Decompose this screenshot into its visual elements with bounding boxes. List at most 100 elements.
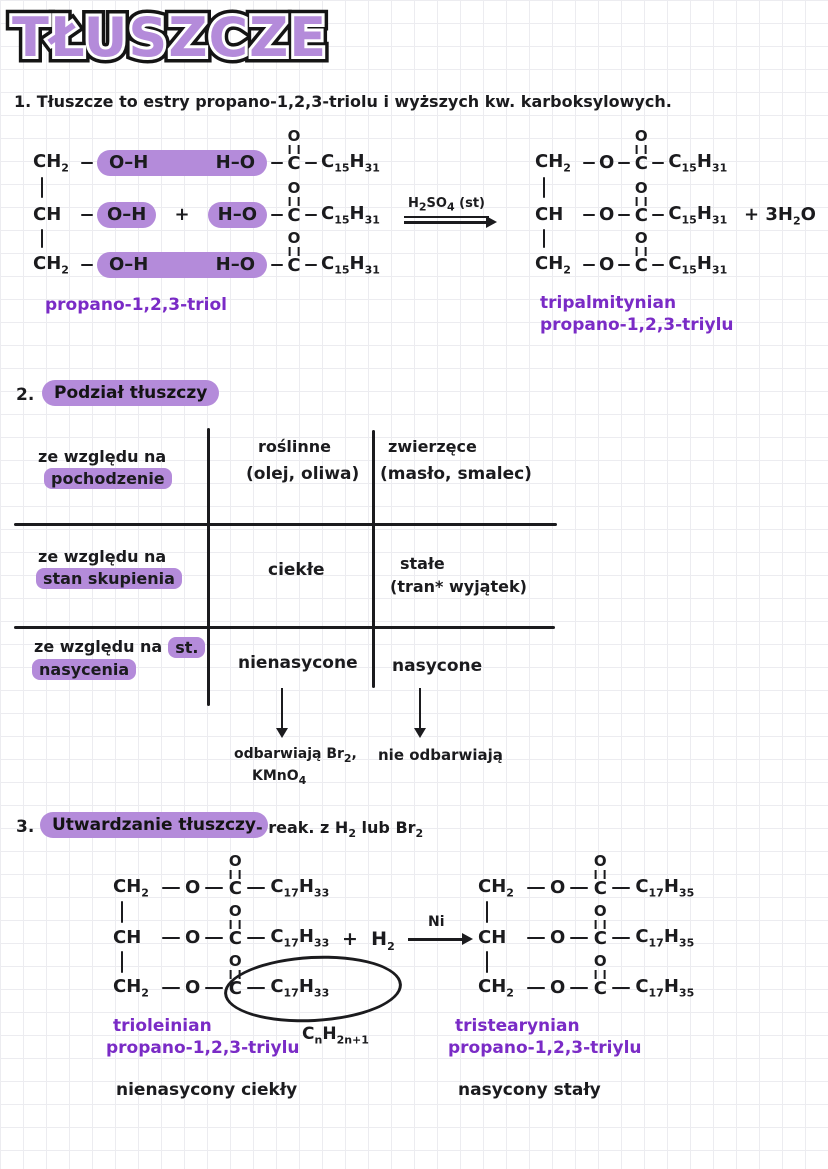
cell-animal-examples: (masło, smalec)	[380, 464, 532, 484]
bond	[247, 886, 266, 890]
carbonyl-above: O	[634, 126, 648, 154]
stearyl-chain: C17H35	[635, 925, 695, 950]
acid-chain: C15H31	[668, 252, 728, 277]
vertical-bond	[41, 177, 44, 198]
bond	[205, 886, 224, 890]
atom-o: O	[185, 927, 201, 948]
label-tristearin-1: tristearynian	[455, 1016, 580, 1036]
atom-ho: H–O	[215, 152, 255, 173]
cell-solid: stałe	[400, 554, 445, 573]
acid-chain: C15H31	[321, 252, 380, 277]
atom-oh: O–H	[109, 152, 149, 173]
double-bond	[229, 969, 241, 979]
atom-o: O	[599, 254, 615, 275]
plus-sign: +	[174, 204, 190, 225]
label-product-2: propano-1,2,3-triylu	[540, 315, 734, 335]
section1-heading: 1. Tłuszcze to estry propano-1,2,3-triol…	[14, 92, 672, 111]
atom-ch2: CH2	[113, 975, 149, 1000]
carbonyl-group: C O	[593, 953, 607, 998]
highlight-bar: H–O	[207, 202, 267, 228]
bond	[618, 213, 631, 217]
atom-o: O	[599, 204, 615, 225]
section2-title: Podział tłuszczy	[42, 380, 220, 406]
double-bond	[229, 869, 241, 879]
atom-c: C	[634, 254, 648, 276]
page-title: TŁUSZCZE TŁUSZCZE TŁUSZCZE	[5, 0, 332, 82]
stearyl-chain: C17H35	[635, 875, 695, 900]
carbonyl-group: C O	[287, 180, 301, 226]
bond	[162, 936, 180, 940]
table-hline-2	[14, 626, 555, 629]
carbonyl-above: O	[593, 851, 607, 879]
atom-c: C	[634, 204, 648, 226]
note-decolorize-2: KMnO4	[252, 768, 307, 787]
atom-ch2: CH2	[478, 875, 514, 900]
criterion-saturation-line1: ze względu na st.	[34, 637, 206, 659]
carbonyl-above: O	[594, 953, 607, 979]
carbonyl-group: C O	[287, 128, 301, 173]
note-no-decolorize: nie odbarwiają	[378, 746, 503, 764]
bond	[271, 263, 283, 267]
criterion-saturation-text: ze względu na	[34, 637, 163, 656]
double-bond	[288, 196, 300, 206]
bond	[570, 886, 589, 890]
alkyl-formula: CnH2n+1	[302, 1024, 369, 1047]
carbonyl-above: O	[228, 851, 242, 879]
double-bond	[288, 144, 300, 154]
bond	[612, 936, 631, 940]
carbonyl-oxygen: O	[228, 851, 242, 870]
carbonyl-oxygen: O	[634, 178, 648, 197]
water-term: + 3H2O	[744, 204, 816, 228]
cell-saturated: nasycone	[392, 656, 483, 676]
carbonyl-above: O	[229, 953, 242, 979]
atom-ch: CH	[535, 204, 564, 225]
down-arrow-saturated	[413, 688, 428, 738]
ester-row-2: CH O C O C15H31	[535, 180, 727, 228]
arrow-condition-label: H2SO4 (st)	[404, 196, 489, 218]
vertical-bond	[41, 229, 44, 248]
bond	[271, 161, 283, 165]
triolein-row-3: CH2 O C O C17H33	[113, 953, 329, 1001]
oleyl-chain: C17H33	[270, 875, 330, 900]
label-glycerol: propano-1,2,3-triol	[45, 295, 228, 315]
bond	[570, 936, 589, 940]
bond	[618, 161, 631, 165]
tristearin-row-3: CH2 O C O C17H35	[478, 953, 694, 1001]
criterion-state-line2: stan skupienia	[36, 568, 182, 590]
bond	[612, 986, 631, 990]
table-vline-2	[372, 430, 375, 688]
title-fill: TŁUSZCZE	[12, 6, 328, 69]
bond	[652, 213, 665, 217]
ester-row-3: CH2 O C O C15H31	[535, 230, 728, 278]
bond	[81, 213, 93, 217]
reaction-arrow	[404, 216, 497, 227]
atom-c: C	[287, 204, 301, 226]
atom-o: O	[550, 877, 566, 898]
triolein-row-1: CH2 O C O C17H33	[113, 853, 330, 901]
carbonyl-group: C O	[228, 953, 242, 998]
bond	[583, 213, 595, 217]
carbonyl-group: C O	[634, 180, 648, 226]
bond	[271, 213, 283, 217]
vertical-bond	[543, 229, 546, 248]
plus-h2-term: + H2	[342, 928, 395, 953]
carbonyl-above: O	[288, 128, 300, 154]
carbonyl-above: O	[634, 178, 648, 206]
acid-chain: C15H31	[668, 150, 728, 175]
bond	[618, 263, 631, 267]
carbonyl-oxygen: O	[634, 126, 648, 145]
label-product-1: tripalmitynian	[540, 293, 677, 313]
bond	[583, 161, 595, 165]
atom-ch2: CH2	[33, 252, 69, 277]
glycerol-row-3: CH2 O–H H–O C O C15H31	[33, 230, 380, 278]
label-tristearin-2: propano-1,2,3-triylu	[448, 1038, 642, 1058]
carbonyl-oxygen: O	[593, 851, 607, 870]
cell-vegetable: roślinne	[258, 437, 332, 456]
carbonyl-group: C O	[287, 230, 301, 275]
title-outline: TŁUSZCZE	[5, 0, 332, 76]
carbonyl-group: C O	[634, 230, 648, 276]
vertical-bond	[121, 901, 124, 923]
highlight-bar: O–H H–O	[97, 252, 267, 278]
bond	[305, 161, 317, 165]
label-triolein-2: propano-1,2,3-triylu	[106, 1038, 300, 1058]
